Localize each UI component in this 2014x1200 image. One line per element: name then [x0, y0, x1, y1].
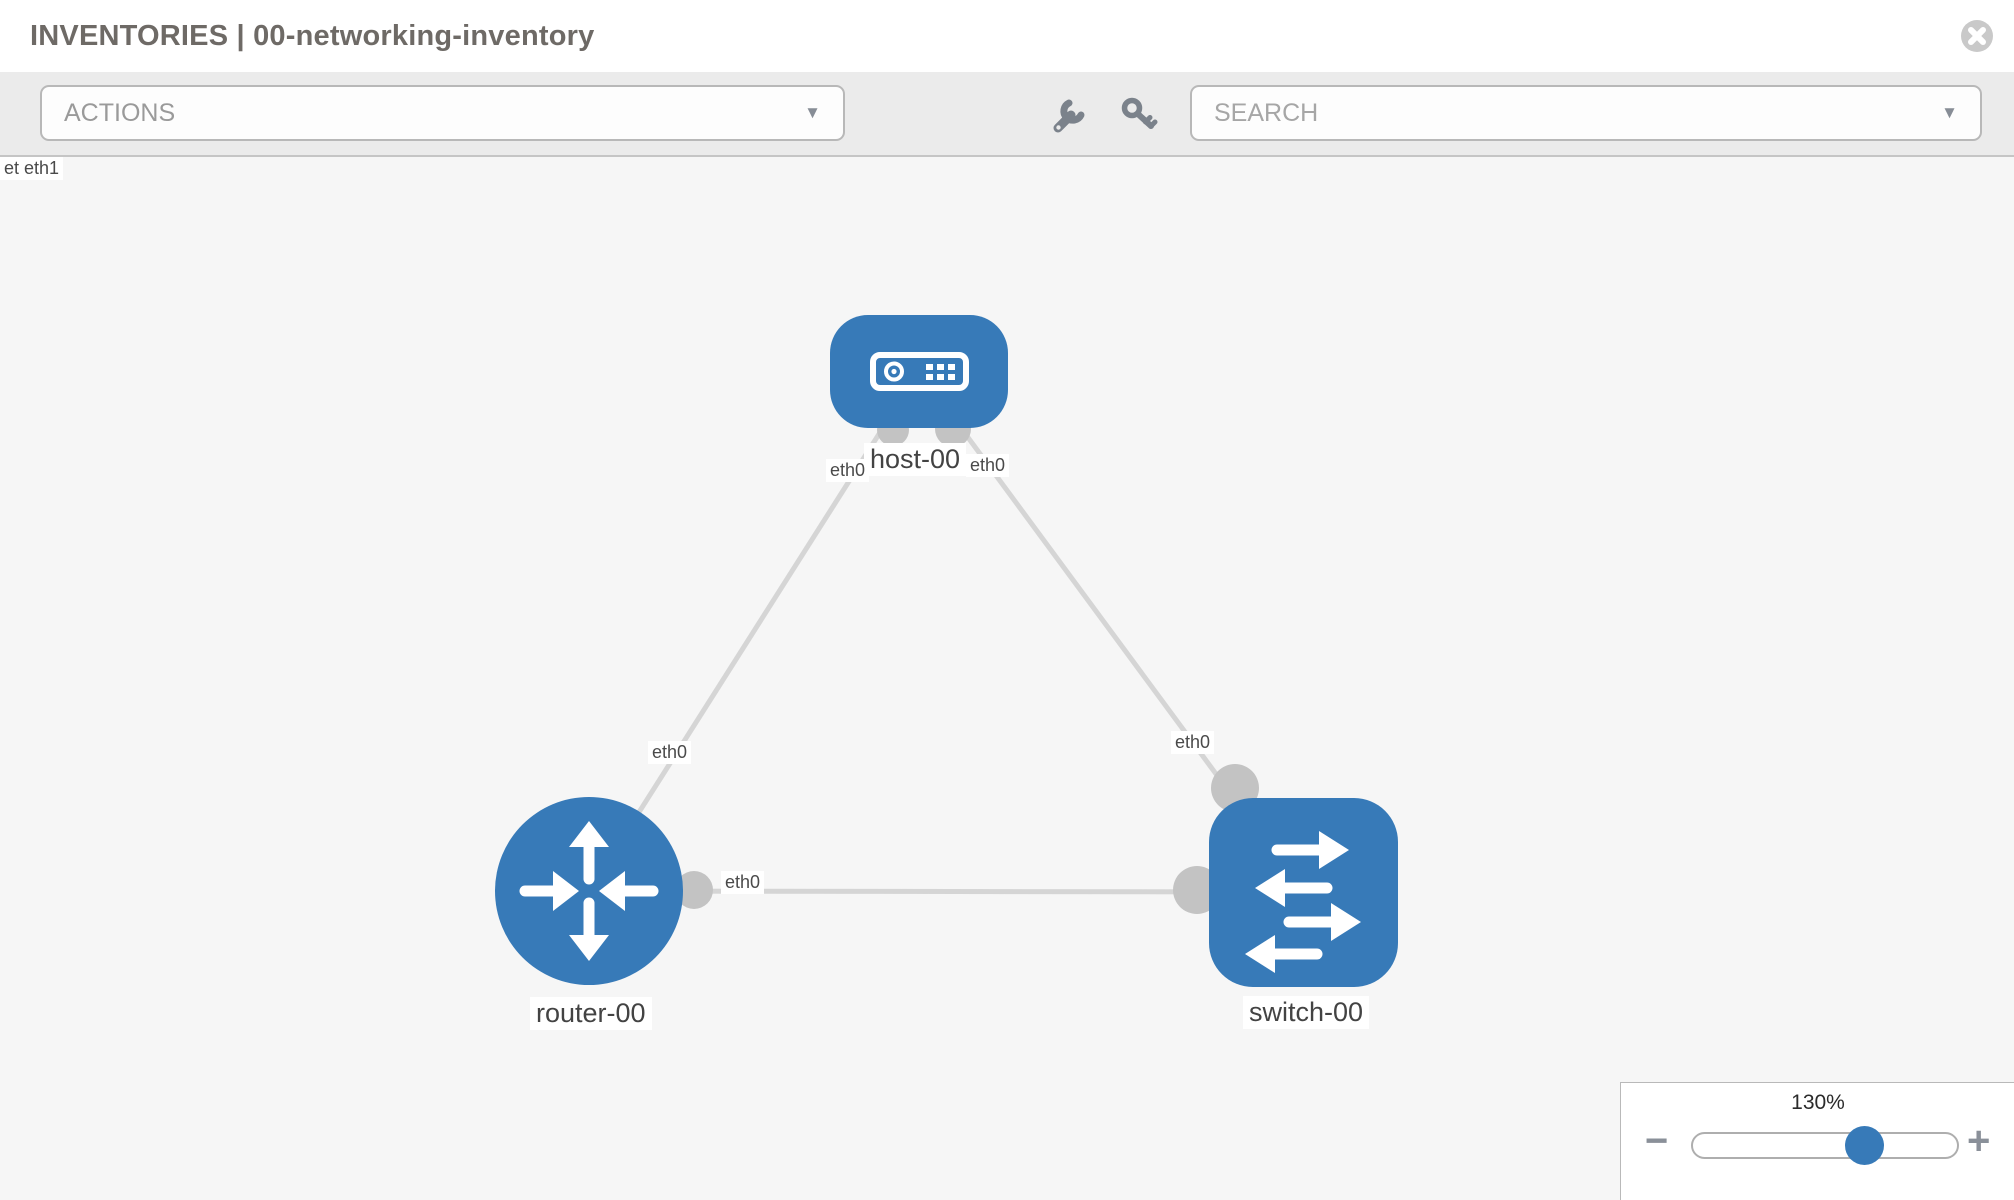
zoom-panel: 130% − + [1620, 1082, 2014, 1200]
actions-dropdown[interactable]: ACTIONS ▼ [40, 85, 845, 141]
topology-links-layer [586, 369, 1306, 914]
close-button[interactable] [1960, 19, 1994, 53]
zoom-in-button[interactable]: + [1967, 1119, 1991, 1163]
host-icon [870, 352, 969, 391]
node-label-router: router-00 [530, 997, 652, 1030]
wrench-icon [1053, 99, 1085, 133]
page-title: INVENTORIES | 00-networking-inventory [30, 19, 595, 52]
interface-label: eth0 [648, 741, 692, 764]
key-icon [1121, 97, 1158, 129]
chevron-down-icon: ▼ [804, 103, 821, 122]
node-router-00[interactable] [495, 797, 683, 985]
configure-button[interactable] [1046, 92, 1092, 138]
network-canvas[interactable]: host-00 router-00 switch-00 eth0 eth0 et… [0, 157, 2014, 1200]
node-host-00[interactable] [830, 315, 1008, 428]
toolbar: ACTIONS ▼ SEARCH [0, 72, 2014, 157]
interface-endpoint[interactable] [675, 871, 713, 909]
interface-label-overlap: eth0 eth1 [0, 157, 70, 183]
search-placeholder: SEARCH [1214, 98, 1319, 127]
node-label-switch: switch-00 [1243, 996, 1370, 1029]
header: INVENTORIES | 00-networking-inventory [0, 0, 2014, 72]
search-dropdown[interactable]: SEARCH ▼ [1190, 85, 1982, 141]
interface-label: eth0 [826, 459, 870, 482]
chevron-down-icon: ▼ [1941, 103, 1958, 122]
node-label-host: host-00 [864, 443, 967, 476]
interface-label: eth0 [966, 454, 1010, 477]
interface-label: eth1 [20, 157, 64, 180]
interface-label: eth0 [721, 871, 765, 894]
zoom-slider-handle[interactable] [1845, 1126, 1884, 1165]
zoom-slider-track[interactable] [1691, 1132, 1959, 1159]
router-icon [519, 821, 659, 961]
credentials-button[interactable] [1116, 92, 1162, 138]
close-icon [1961, 20, 1993, 52]
interface-label: eth0 [1171, 731, 1215, 754]
node-switch-00[interactable] [1209, 798, 1398, 987]
actions-dropdown-label: ACTIONS [64, 98, 176, 127]
switch-icon [1245, 831, 1361, 973]
zoom-out-button[interactable]: − [1645, 1119, 1669, 1163]
zoom-percentage: 130% [1791, 1091, 1845, 1114]
